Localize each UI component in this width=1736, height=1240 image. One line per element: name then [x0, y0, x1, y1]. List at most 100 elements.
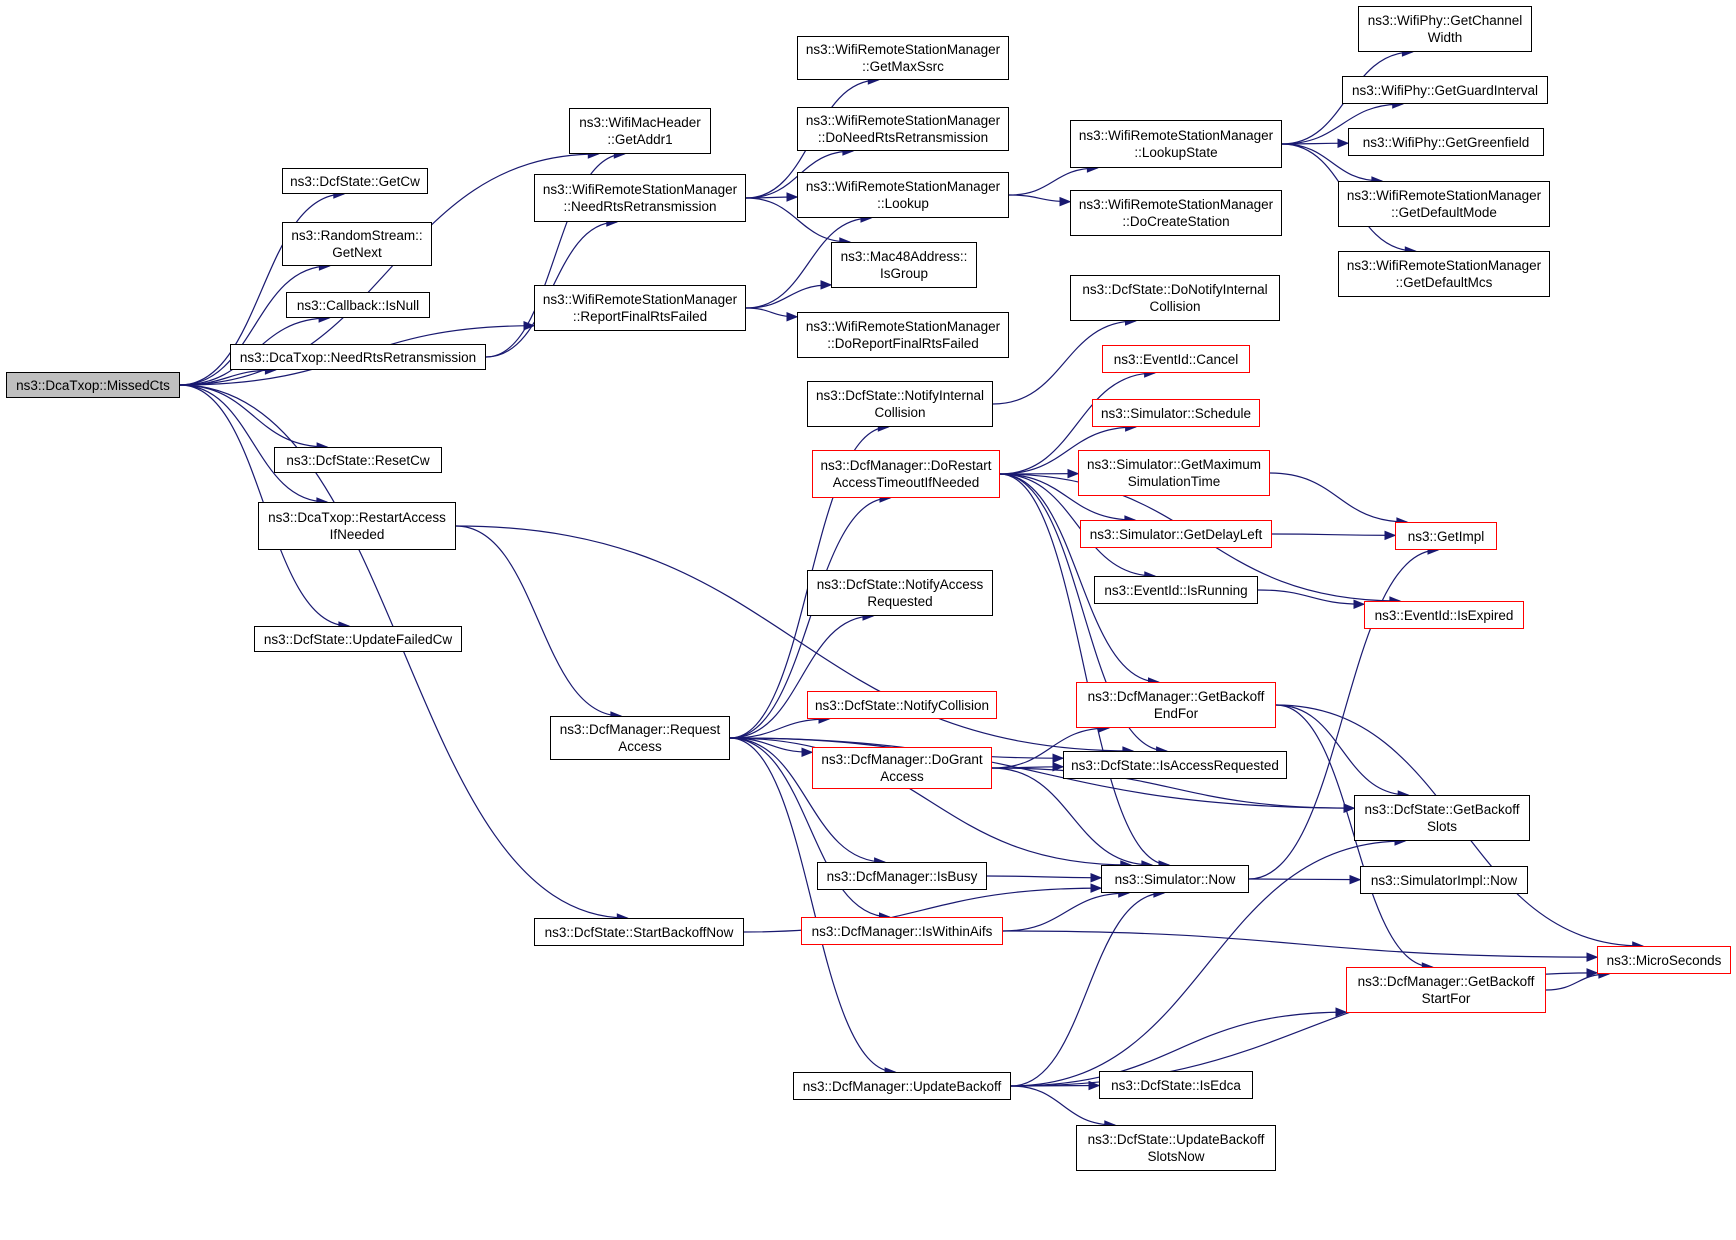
node-wrsm-needrts[interactable]: ns3::WifiRemoteStationManager ::NeedRtsR…: [534, 174, 746, 222]
call-edge-wrsm_needrts-to-isgroup: [745, 197, 850, 243]
node-getimpl[interactable]: ns3::GetImpl: [1395, 522, 1497, 550]
call-edge-needrts-to-getaddr1: [485, 153, 625, 358]
node-getbackoffendfor[interactable]: ns3::DcfManager::GetBackoff EndFor: [1076, 682, 1276, 728]
call-edge-requestaccess-to-isbusy: [729, 737, 885, 863]
call-edge-requestaccess-to-dorestart: [729, 497, 891, 739]
node-schedule[interactable]: ns3::Simulator::Schedule: [1092, 399, 1260, 427]
arrowhead-getmaxsimtime: [1067, 468, 1080, 479]
node-getbackoffstartfor[interactable]: ns3::DcfManager::GetBackoff StartFor: [1346, 967, 1546, 1013]
node-isaccessrequested[interactable]: ns3::DcfState::IsAccessRequested: [1063, 751, 1287, 779]
call-edge-lookupstate-to-getguardinterval: [1281, 103, 1403, 145]
call-edge-isrunning-to-isexpired: [1257, 589, 1365, 605]
call-edge-dorestart-to-isaccessrequested: [999, 473, 1167, 752]
arrowhead-microseconds: [1586, 952, 1599, 962]
call-edge-dorestart-to-getdelayleft: [999, 473, 1135, 521]
node-needrts[interactable]: ns3::DcaTxop::NeedRtsRetransmission: [230, 344, 486, 370]
arrowhead-microseconds: [1586, 968, 1599, 978]
call-edge-requestaccess-to-updatebackoff: [729, 737, 896, 1073]
arrowhead-docreatestation: [1059, 196, 1072, 207]
node-isnull[interactable]: ns3::Callback::IsNull: [286, 292, 430, 318]
node-notifyinternal[interactable]: ns3::DcfState::NotifyInternal Collision: [807, 381, 993, 427]
node-lookup[interactable]: ns3::WifiRemoteStationManager ::Lookup: [797, 172, 1009, 218]
node-isgroup[interactable]: ns3::Mac48Address:: IsGroup: [831, 242, 977, 288]
node-requestaccess[interactable]: ns3::DcfManager::Request Access: [550, 716, 730, 760]
call-edge-updatebackoff-to-getbackoffstartfor: [1010, 1011, 1347, 1087]
node-getcw[interactable]: ns3::DcfState::GetCw: [282, 168, 428, 194]
node-microseconds[interactable]: ns3::MicroSeconds: [1597, 946, 1731, 974]
node-restartaccess[interactable]: ns3::DcaTxop::RestartAccess IfNeeded: [258, 502, 456, 550]
node-missedcts[interactable]: ns3::DcaTxop::MissedCts: [6, 372, 180, 398]
call-edge-iswithinaifs-to-simnow: [1002, 892, 1129, 932]
node-iswithinaifs[interactable]: ns3::DcfManager::IsWithinAifs: [801, 917, 1003, 945]
arrowhead-doreportfinal: [786, 312, 799, 322]
call-edge-dorestart-to-simnow: [999, 473, 1170, 866]
call-edge-dorestart-to-cancel: [999, 372, 1155, 475]
node-getnext[interactable]: ns3::RandomStream:: GetNext: [282, 222, 432, 266]
node-getdelayleft[interactable]: ns3::Simulator::GetDelayLeft: [1080, 520, 1272, 548]
node-getaddr1[interactable]: ns3::WifiMacHeader ::GetAddr1: [569, 108, 711, 154]
node-simnow[interactable]: ns3::Simulator::Now: [1101, 865, 1249, 893]
arrowhead-getbackoffstartfor: [1335, 1007, 1348, 1017]
node-donotifyinternal[interactable]: ns3::DcfState::DoNotifyInternal Collisio…: [1070, 275, 1280, 321]
call-edge-requestaccess-to-getbackoffslots: [729, 737, 1355, 809]
node-cancel[interactable]: ns3::EventId::Cancel: [1102, 345, 1250, 373]
node-dorestart[interactable]: ns3::DcfManager::DoRestart AccessTimeout…: [812, 450, 1000, 498]
arrowhead-isaccessrequested: [1052, 753, 1065, 763]
node-updatefailedcw[interactable]: ns3::DcfState::UpdateFailedCw: [254, 626, 462, 652]
node-getguardinterval[interactable]: ns3::WifiPhy::GetGuardInterval: [1342, 76, 1548, 104]
call-edge-updatebackoff-to-updatebackoffslots: [1010, 1085, 1115, 1126]
arrowhead-isgroup: [820, 280, 833, 290]
call-edge-wrsm_reportfinal-to-isgroup: [745, 284, 832, 309]
call-edge-simnow-to-simimplnow: [1248, 878, 1361, 881]
call-edge-iswithinaifs-to-microseconds: [1002, 930, 1598, 958]
call-edge-dorestart-to-schedule: [999, 426, 1136, 475]
node-docreatestation[interactable]: ns3::WifiRemoteStationManager ::DoCreate…: [1070, 190, 1282, 236]
node-simimplnow[interactable]: ns3::SimulatorImpl::Now: [1360, 866, 1528, 894]
call-edge-missedcts-to-resetcw: [179, 384, 328, 448]
node-getmaxssrc[interactable]: ns3::WifiRemoteStationManager ::GetMaxSs…: [797, 36, 1009, 80]
arrowhead-lookup: [786, 192, 799, 202]
call-edge-missedcts-to-getaddr1: [179, 153, 599, 386]
arrowhead-getimpl: [1384, 530, 1397, 541]
arrowhead-isedca: [1088, 1080, 1101, 1091]
arrowhead-isaccessrequested: [1052, 762, 1065, 772]
call-edge-getmaxsimtime-to-getimpl: [1269, 472, 1407, 523]
node-getgreenfield[interactable]: ns3::WifiPhy::GetGreenfield: [1348, 128, 1544, 156]
node-notifyaccessreq[interactable]: ns3::DcfState::NotifyAccess Requested: [807, 570, 993, 616]
node-isedca[interactable]: ns3::DcfState::IsEdca: [1099, 1071, 1253, 1099]
node-wrsm-reportfinal[interactable]: ns3::WifiRemoteStationManager ::ReportFi…: [534, 285, 746, 331]
arrowhead-isexpired: [1353, 599, 1366, 609]
node-isexpired[interactable]: ns3::EventId::IsExpired: [1364, 601, 1524, 629]
node-lookupstate[interactable]: ns3::WifiRemoteStationManager ::LookupSt…: [1070, 120, 1282, 168]
node-startbackoffnow[interactable]: ns3::DcfState::StartBackoffNow: [534, 918, 744, 946]
call-edge-restartaccess-to-requestaccess: [455, 525, 621, 717]
node-isrunning[interactable]: ns3::EventId::IsRunning: [1094, 576, 1258, 604]
node-updatebackoffslots[interactable]: ns3::DcfState::UpdateBackoff SlotsNow: [1076, 1125, 1276, 1171]
call-edge-wrsm_reportfinal-to-lookup: [745, 217, 872, 309]
node-dogrant[interactable]: ns3::DcfManager::DoGrant Access: [812, 747, 992, 789]
node-resetcw[interactable]: ns3::DcfState::ResetCw: [274, 447, 442, 473]
node-doreportfinal[interactable]: ns3::WifiRemoteStationManager ::DoReport…: [797, 312, 1009, 358]
call-edge-dogrant-to-getbackoffendfor: [991, 727, 1109, 769]
call-edge-requestaccess-to-iswithinaifs: [729, 737, 890, 918]
node-getmaxsimtime[interactable]: ns3::Simulator::GetMaximum SimulationTim…: [1078, 450, 1270, 496]
node-notifycollision[interactable]: ns3::DcfState::NotifyCollision: [807, 691, 997, 719]
call-edge-getbackoffendfor-to-getbackoffslots: [1275, 704, 1409, 796]
call-edge-dorestart-to-getbackoffendfor: [999, 473, 1159, 683]
call-edge-simnow-to-getimpl: [1248, 549, 1439, 880]
call-edge-updatebackoff-to-getbackoffslots: [1010, 840, 1406, 1087]
arrowhead-wrsm_reportfinal: [523, 320, 536, 331]
call-edge-getdelayleft-to-getimpl: [1271, 533, 1396, 536]
call-edge-notifyinternal-to-donotifyinternal: [992, 320, 1136, 405]
call-edge-dogrant-to-simnow: [991, 767, 1152, 866]
call-edge-missedcts-to-getnext: [179, 265, 330, 386]
node-doneedrts[interactable]: ns3::WifiRemoteStationManager ::DoNeedRt…: [797, 107, 1009, 151]
node-getdefaultmode[interactable]: ns3::WifiRemoteStationManager ::GetDefau…: [1338, 181, 1550, 227]
node-updatebackoff[interactable]: ns3::DcfManager::UpdateBackoff: [793, 1072, 1011, 1100]
node-isbusy[interactable]: ns3::DcfManager::IsBusy: [817, 862, 987, 890]
node-getchannelwidth[interactable]: ns3::WifiPhy::GetChannel Width: [1358, 6, 1532, 52]
node-getbackoffslots[interactable]: ns3::DcfState::GetBackoff Slots: [1354, 795, 1530, 841]
arrowhead-simnow: [1090, 873, 1103, 883]
node-getdefaultmcs[interactable]: ns3::WifiRemoteStationManager ::GetDefau…: [1338, 251, 1550, 297]
call-edge-missedcts-to-restartaccess: [179, 384, 327, 503]
